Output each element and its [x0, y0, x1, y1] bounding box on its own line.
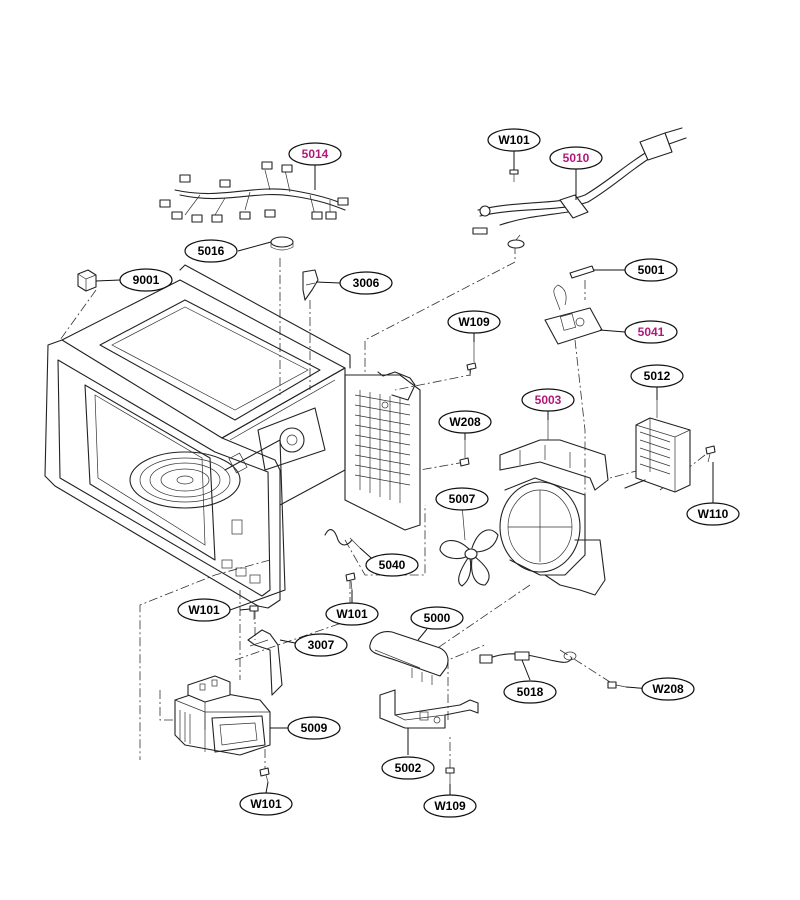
svg-text:5010: 5010 — [563, 151, 590, 165]
label-5016: 5016 — [184, 239, 238, 263]
svg-text:5041: 5041 — [638, 325, 665, 339]
part-5010-power-cord — [472, 127, 687, 249]
part-5002-bracket — [379, 689, 479, 729]
label-w110: W110 — [686, 502, 740, 526]
screw-w109-top — [466, 342, 477, 377]
part-labels: W101 5010 5014 5016 9001 3006 5001 W109 … — [119, 128, 740, 818]
svg-text:W109: W109 — [458, 315, 490, 329]
part-5001-fuse — [569, 265, 595, 279]
screw-w208-mid — [459, 440, 470, 467]
svg-text:W208: W208 — [449, 415, 481, 429]
label-5003: 5003 — [521, 388, 575, 412]
label-9001: 9001 — [119, 268, 173, 292]
svg-text:W109: W109 — [434, 799, 466, 813]
svg-text:5012: 5012 — [644, 369, 671, 383]
label-5000: 5000 — [410, 606, 464, 630]
part-3007-bracket — [247, 629, 283, 696]
part-5041-filter-board — [544, 284, 603, 345]
label-5041: 5041 — [624, 320, 678, 344]
part-5016-thermostat — [270, 236, 294, 251]
label-w101-mid: W101 — [325, 602, 379, 626]
svg-text:W208: W208 — [652, 682, 684, 696]
screw-w101-top — [509, 169, 519, 182]
label-w208-bottom: W208 — [641, 677, 695, 701]
label-5009: 5009 — [287, 716, 341, 740]
part-5040-sensor — [324, 529, 361, 549]
svg-text:5016: 5016 — [198, 244, 225, 258]
label-5014: 5014 — [288, 142, 342, 166]
screw-w208-bottom — [607, 681, 627, 689]
screw-w101-bottom — [259, 767, 270, 783]
label-3006: 3006 — [339, 271, 393, 295]
part-5007-fan-blade — [439, 504, 499, 587]
svg-text:5014: 5014 — [302, 147, 329, 161]
svg-text:5000: 5000 — [424, 611, 451, 625]
part-9001-drawing — [77, 269, 97, 292]
svg-text:3006: 3006 — [353, 276, 380, 290]
label-5010: 5010 — [549, 146, 603, 170]
svg-text:5002: 5002 — [395, 761, 422, 775]
screw-w110 — [705, 445, 716, 463]
part-5009-magnetron — [174, 675, 271, 756]
svg-text:W101: W101 — [336, 607, 368, 621]
svg-text:3007: 3007 — [308, 638, 335, 652]
label-5018: 5018 — [503, 680, 557, 704]
label-w101-top: W101 — [487, 128, 541, 152]
label-5002: 5002 — [381, 756, 435, 780]
label-5001: 5001 — [624, 258, 678, 282]
assembly-lines — [59, 245, 706, 775]
svg-text:5009: 5009 — [301, 721, 328, 735]
svg-text:W101: W101 — [188, 603, 220, 617]
svg-text:5040: 5040 — [379, 558, 406, 572]
label-w101-bottom: W101 — [239, 792, 293, 816]
svg-text:5001: 5001 — [638, 263, 665, 277]
svg-text:W110: W110 — [698, 507, 729, 521]
svg-text:W101: W101 — [250, 797, 282, 811]
svg-text:5007: 5007 — [449, 492, 476, 506]
label-5040: 5040 — [365, 553, 419, 577]
part-5018-lead-wire — [479, 651, 577, 664]
part-3006-bracket — [302, 269, 319, 301]
screw-w101-left — [249, 605, 259, 620]
svg-text:W101: W101 — [498, 133, 530, 147]
part-5014-wire-harness — [159, 161, 349, 223]
oven-cavity-assembly — [44, 264, 421, 611]
part-5003-fan-duct — [499, 420, 609, 596]
screw-w101-mid — [345, 572, 356, 591]
svg-text:9001: 9001 — [133, 273, 160, 287]
part-5012-fan-motor — [624, 400, 691, 493]
label-5012: 5012 — [630, 364, 684, 388]
svg-text:5018: 5018 — [517, 685, 544, 699]
label-3007: 3007 — [294, 633, 348, 657]
label-w208-mid: W208 — [438, 410, 492, 434]
label-w101-left: W101 — [177, 598, 231, 622]
screw-w109-bottom — [445, 767, 455, 784]
label-w109-top: W109 — [447, 310, 501, 334]
label-5007: 5007 — [435, 487, 489, 511]
svg-text:5003: 5003 — [535, 393, 562, 407]
label-w109-bottom: W109 — [423, 794, 477, 818]
part-5000-capacitor — [369, 631, 449, 685]
